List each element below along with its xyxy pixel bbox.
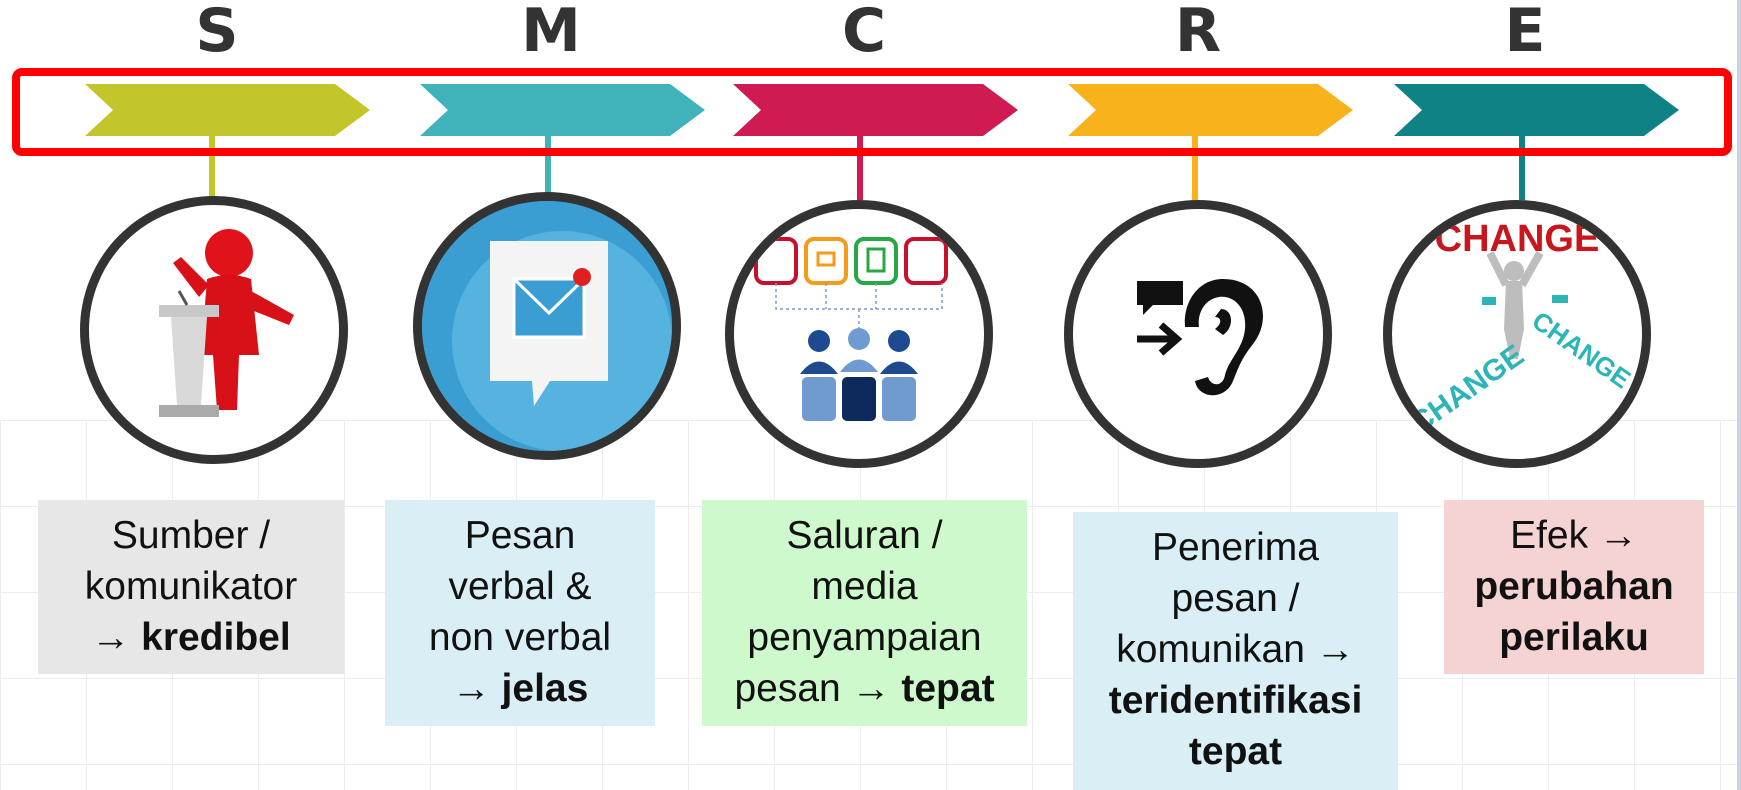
box-line: pesan / bbox=[1073, 573, 1398, 624]
box-line-text: non verbal bbox=[428, 616, 612, 659]
box-line-text: Pesan bbox=[464, 514, 576, 557]
letter-s: S bbox=[195, 0, 239, 66]
change-word-top: CHANGE bbox=[1435, 218, 1600, 260]
box-line: → kredibel bbox=[38, 612, 344, 663]
circle-penerima bbox=[1064, 200, 1332, 468]
listening-ear-icon bbox=[1137, 279, 1263, 396]
highlight-frame bbox=[12, 68, 1732, 156]
box-line-text: komunikan → bbox=[1116, 628, 1355, 671]
box-line-text: verbal & bbox=[448, 565, 592, 608]
box-line: → jelas bbox=[385, 663, 655, 714]
connector-c bbox=[857, 130, 863, 200]
box-line: perubahan bbox=[1444, 561, 1704, 612]
letter-e: E bbox=[1504, 0, 1546, 66]
box-line: tepat bbox=[1073, 726, 1398, 777]
box-line: Saluran / bbox=[702, 510, 1027, 561]
letter-r: R bbox=[1174, 0, 1222, 66]
connector-r bbox=[1192, 130, 1198, 200]
box-line: Efek → bbox=[1444, 510, 1704, 561]
box-line-emphasis: tepat bbox=[901, 667, 995, 710]
box-line: media bbox=[702, 561, 1027, 612]
box-line-text: → bbox=[451, 667, 502, 710]
circle-efek: CHANGE CHANGE CHANGE bbox=[1383, 200, 1651, 468]
box-line-text: Sumber / bbox=[111, 514, 271, 557]
box-line-emphasis: jelas bbox=[501, 667, 589, 710]
box-line-emphasis: tepat bbox=[1188, 730, 1283, 773]
change-word-left: CHANGE bbox=[1405, 339, 1530, 441]
letter-c: C bbox=[841, 0, 887, 66]
slide-edge bbox=[1737, 0, 1741, 790]
speaker-podium-icon bbox=[159, 229, 294, 417]
message-envelope-icon bbox=[422, 201, 672, 451]
change-figure-icon: CHANGE CHANGE CHANGE bbox=[1405, 218, 1637, 441]
box-line: Sumber / bbox=[38, 510, 344, 561]
box-line-emphasis: kredibel bbox=[141, 616, 291, 659]
box-line: Penerima bbox=[1073, 522, 1398, 573]
box-line-text: → bbox=[91, 616, 142, 659]
box-line: komunikan → bbox=[1073, 624, 1398, 675]
box-sumber: Sumber /komunikator→ kredibel bbox=[38, 500, 344, 674]
arrow-c bbox=[733, 84, 1018, 136]
circle-pesan bbox=[413, 192, 681, 460]
box-line: perilaku bbox=[1444, 612, 1704, 663]
box-line-text: Efek → bbox=[1510, 514, 1638, 557]
box-line-text: penyampaian bbox=[747, 616, 982, 659]
change-word-right: CHANGE bbox=[1527, 305, 1637, 394]
connector-m bbox=[545, 130, 551, 200]
circle-sumber bbox=[80, 196, 348, 464]
box-line: komunikator bbox=[38, 561, 344, 612]
box-line: Pesan bbox=[385, 510, 655, 561]
box-line-emphasis: perubahan bbox=[1474, 565, 1674, 608]
box-line: verbal & bbox=[385, 561, 655, 612]
box-line: non verbal bbox=[385, 612, 655, 663]
box-line-text: pesan → bbox=[734, 667, 902, 710]
media-channels-icon bbox=[754, 237, 948, 421]
circle-saluran bbox=[725, 200, 993, 468]
box-line-emphasis: teridentifikasi bbox=[1108, 679, 1363, 722]
box-penerima: Penerima pesan / komunikan → teridentifikas… bbox=[1073, 512, 1398, 790]
box-line-emphasis: perilaku bbox=[1499, 616, 1649, 659]
arrow-s bbox=[85, 84, 370, 136]
arrow-e bbox=[1394, 84, 1679, 136]
connector-e bbox=[1519, 130, 1525, 200]
connector-s bbox=[209, 130, 215, 200]
box-line-text: Saluran / bbox=[786, 514, 943, 557]
arrow-r bbox=[1068, 84, 1353, 136]
box-line-text: Penerima bbox=[1152, 526, 1319, 569]
box-line: pesan → tepat bbox=[702, 663, 1027, 714]
arrow-m bbox=[420, 84, 705, 136]
box-line-text: media bbox=[811, 565, 918, 608]
letter-m: M bbox=[521, 0, 581, 66]
box-line: teridentifikasi bbox=[1073, 675, 1398, 726]
box-line-text: komunikator bbox=[84, 565, 298, 608]
box-line-text: pesan / bbox=[1171, 577, 1300, 620]
box-line: penyampaian bbox=[702, 612, 1027, 663]
box-efek: Efek → perubahan perilaku bbox=[1444, 500, 1704, 674]
